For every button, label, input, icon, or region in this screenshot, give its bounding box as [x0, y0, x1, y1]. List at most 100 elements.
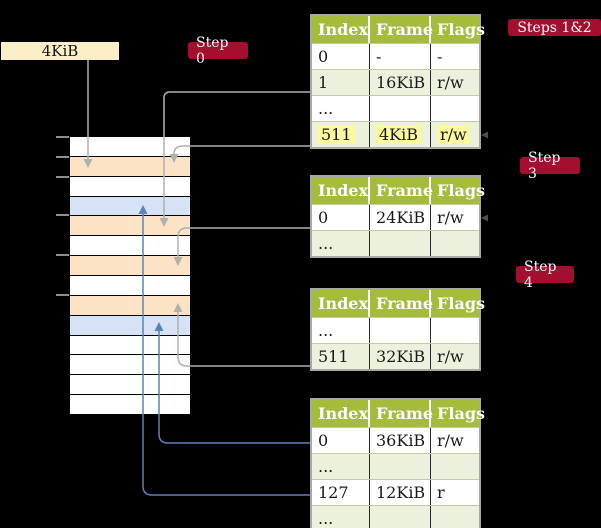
l4-frame-address-label: 4KiB: [41, 42, 79, 60]
badge-step-0: Step 0: [188, 35, 248, 67]
table-cell-flags: [430, 454, 479, 479]
table-cell-frame: [369, 506, 430, 528]
table-row: ...: [312, 453, 479, 479]
highlighted-cell-text: 4KiB: [376, 125, 422, 144]
table-cell-frame: 12KiB: [369, 480, 430, 505]
arrow-32kib-line: [177, 312, 310, 367]
arrow-24kib-line: [177, 227, 310, 257]
memory-frame-row-white: [70, 335, 190, 356]
table-cell-flags: [430, 231, 479, 256]
l4-frame-address-box: 4KiB: [1, 42, 119, 60]
memory-frame-row-white: [70, 375, 190, 396]
frame-boundary-tick: [56, 214, 69, 216]
table-cell-index: ...: [318, 457, 334, 476]
memory-frame-row-blue: [70, 315, 190, 336]
page-table-1: Index Frame Flags 0 - - 1 16KiB r/w ... …: [310, 14, 485, 149]
memory-frame-row-white: [70, 355, 190, 376]
table-header-row: Index Frame Flags: [312, 290, 485, 317]
memory-frame-row-white: [70, 395, 190, 416]
table-cell-frame: [369, 96, 430, 121]
arrow-left-icon: [481, 131, 488, 139]
table-cell-frame: [369, 231, 430, 256]
table-cell-index: 0: [318, 431, 329, 450]
table-cell-index: 0: [318, 208, 329, 227]
table-cell-flags: -: [430, 44, 479, 69]
table-cell-flags: r/w: [430, 70, 479, 95]
memory-frame-row-blue: [70, 196, 190, 217]
memory-frame-row-orange: [70, 295, 190, 316]
page-table-2: Index Frame Flags 0 24KiB r/w ...: [310, 175, 485, 258]
arrow-4kib-line: [173, 145, 310, 155]
table-cell-frame: 36KiB: [369, 428, 430, 453]
table-cell-frame: -: [369, 44, 430, 69]
table-row: 511 32KiB r/w: [312, 343, 479, 369]
column-header-index: Index: [318, 181, 369, 200]
table-header-row: Index Frame Flags: [312, 16, 485, 43]
table-cell-flags: r/w: [430, 344, 479, 369]
highlighted-cell-text: r/w: [437, 125, 470, 144]
table-cell-index: 1: [318, 73, 329, 92]
table-row: ...: [312, 230, 479, 256]
badge-steps-1-2: Steps 1&2: [508, 19, 601, 36]
table-row: 127 12KiB r: [312, 479, 479, 505]
table-cell-frame: [369, 318, 430, 343]
table-row: 0 36KiB r/w: [312, 427, 479, 453]
memory-frame-row-white: [70, 276, 190, 296]
column-header-frame: Frame: [368, 400, 433, 427]
badge-step-3: Step 3: [520, 150, 580, 182]
table-cell-flags: [430, 318, 479, 343]
table-cell-flags: r/w: [430, 205, 479, 230]
badge-step-0-label: Step 0: [196, 34, 229, 67]
table-cell-index: 511: [318, 347, 349, 366]
frame-boundary-tick: [56, 254, 69, 256]
column-header-frame: Frame: [368, 177, 433, 204]
table-row: 0 - -: [312, 43, 479, 69]
badge-step-4-label: Step 4: [524, 258, 557, 291]
frame-boundary-tick: [56, 136, 69, 138]
table-row: ...: [312, 95, 479, 121]
page-table-4: Index Frame Flags 0 36KiB r/w ... 127 12…: [310, 398, 485, 528]
table-cell-flags: r: [430, 480, 479, 505]
page-table-3: Index Frame Flags ... 511 32KiB r/w: [310, 288, 485, 371]
memory-frame-row-orange: [70, 256, 190, 277]
physical-memory-stack: [70, 137, 190, 416]
table-header-row: Index Frame Flags: [312, 400, 485, 427]
table-cell-index: ...: [318, 509, 334, 528]
table-cell-index: ...: [318, 321, 334, 340]
table-row-highlighted: 511 4KiB r/w: [312, 121, 479, 147]
memory-frame-row-white: [70, 137, 190, 157]
table-cell-frame: 16KiB: [369, 70, 430, 95]
column-header-index: Index: [318, 20, 369, 39]
memory-frame-row-orange: [70, 216, 190, 237]
column-header-index: Index: [318, 404, 369, 423]
frame-boundary-tick: [56, 294, 69, 296]
table-cell-index: ...: [318, 99, 334, 118]
badge-steps-1-2-label: Steps 1&2: [517, 19, 592, 36]
highlighted-cell-text: 511: [318, 125, 355, 144]
frame-boundary-tick: [56, 156, 69, 158]
table-cell-frame: 24KiB: [369, 205, 430, 230]
table-row: ...: [312, 317, 479, 343]
table-cell-frame: 32KiB: [369, 344, 430, 369]
column-header-frame: Frame: [368, 290, 433, 317]
table-cell-flags: [430, 96, 479, 121]
table-cell-index: 127: [318, 483, 349, 502]
table-cell-frame: [369, 454, 430, 479]
memory-frame-row-orange: [70, 156, 190, 177]
column-header-flags: Flags: [429, 177, 485, 204]
table-cell-flags: [430, 506, 479, 528]
memory-frame-row-white: [70, 176, 190, 197]
column-header-flags: Flags: [429, 16, 485, 43]
memory-frame-row-white: [70, 236, 190, 257]
column-header-flags: Flags: [429, 400, 485, 427]
table-cell-frame: 4KiB: [369, 122, 430, 147]
column-header-index: Index: [318, 294, 369, 313]
table-row: ...: [312, 505, 479, 528]
frame-boundary-tick: [56, 176, 69, 178]
table-cell-index: ...: [318, 234, 334, 253]
table-cell-index: 0: [318, 47, 329, 66]
table-cell-flags: r/w: [430, 428, 479, 453]
column-header-flags: Flags: [429, 290, 485, 317]
column-header-frame: Frame: [368, 16, 433, 43]
